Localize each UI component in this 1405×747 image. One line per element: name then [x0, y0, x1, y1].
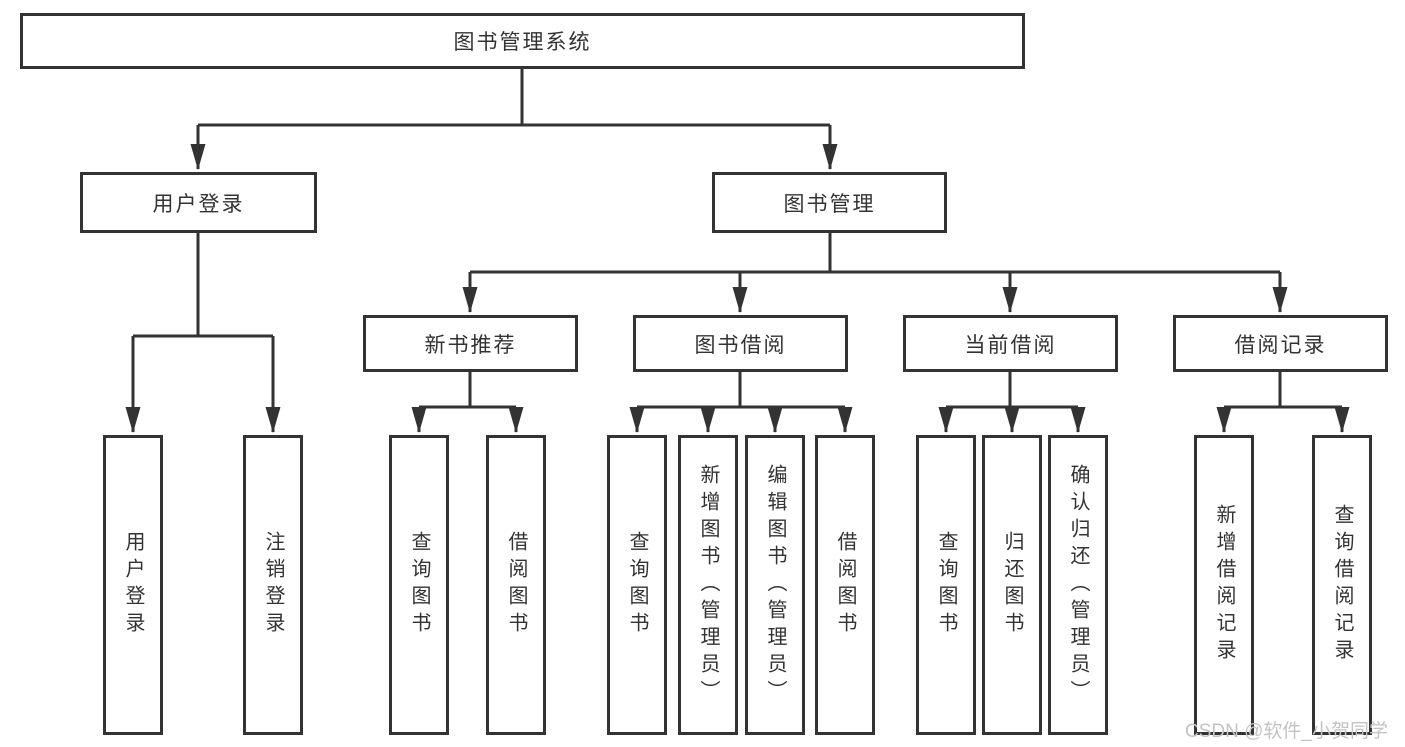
node-leaf-borrow-book-2: 借阅图书 [815, 435, 875, 735]
csdn-watermark: CSDN @软件_小贺同学 [1185, 721, 1388, 742]
leaf-label: 新增借阅记录 [1213, 504, 1235, 666]
node-leaf-logout: 注销登录 [243, 435, 303, 735]
leaf-label: 编辑图书（管理员） [764, 463, 786, 707]
node-leaf-query-borrow-record: 查询借阅记录 [1312, 435, 1372, 735]
node-book-borrow: 图书借阅 [633, 315, 848, 372]
leaf-label: 确认归还（管理员） [1067, 463, 1089, 707]
node-leaf-edit-book-admin: 编辑图书（管理员） [745, 435, 805, 735]
leaf-label: 注销登录 [262, 531, 284, 639]
node-leaf-add-book-admin: 新增图书（管理员） [678, 435, 738, 735]
leaf-label: 归还图书 [1001, 531, 1023, 639]
node-leaf-query-book-1: 查询图书 [389, 435, 449, 735]
leaf-label: 查询图书 [408, 531, 430, 639]
leaf-label: 用户登录 [122, 531, 144, 639]
node-new-book-recommend: 新书推荐 [363, 315, 578, 372]
leaf-label: 新增图书（管理员） [697, 463, 719, 707]
node-user-login-branch: 用户登录 [80, 172, 317, 233]
leaf-label: 借阅图书 [505, 531, 527, 639]
node-leaf-query-book-3: 查询图书 [916, 435, 976, 735]
node-leaf-query-book-2: 查询图书 [607, 435, 667, 735]
node-book-management-branch: 图书管理 [712, 172, 947, 233]
node-leaf-add-borrow-record: 新增借阅记录 [1194, 435, 1254, 735]
leaf-label: 借阅图书 [834, 531, 856, 639]
leaf-label: 查询图书 [935, 531, 957, 639]
node-leaf-user-login: 用户登录 [103, 435, 163, 735]
node-leaf-confirm-return-admin: 确认归还（管理员） [1048, 435, 1108, 735]
node-current-borrow: 当前借阅 [903, 315, 1118, 372]
leaf-label: 查询借阅记录 [1331, 504, 1353, 666]
node-root-system: 图书管理系统 [20, 13, 1025, 69]
leaf-label: 查询图书 [626, 531, 648, 639]
node-leaf-borrow-book-1: 借阅图书 [486, 435, 546, 735]
node-leaf-return-book: 归还图书 [982, 435, 1042, 735]
node-borrow-records: 借阅记录 [1173, 315, 1388, 372]
